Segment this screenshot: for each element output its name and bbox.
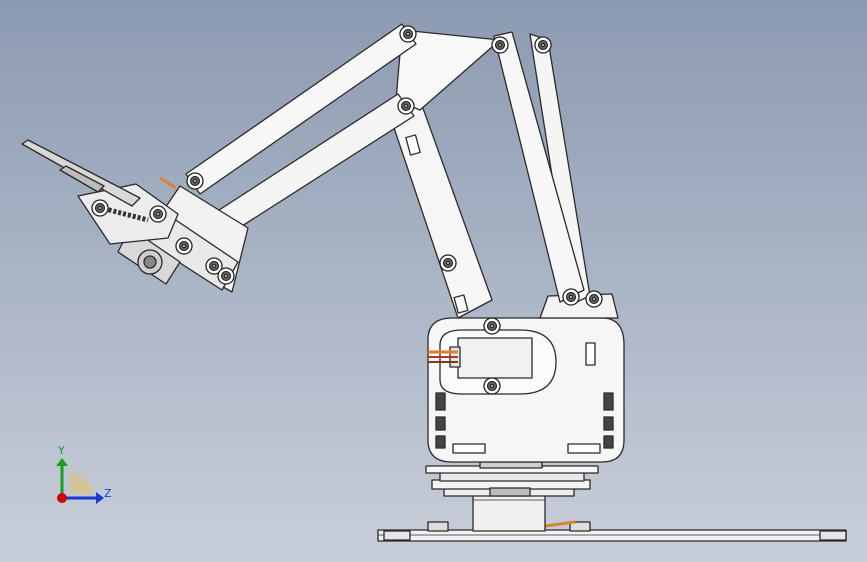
base-plate[interactable] bbox=[377, 520, 847, 542]
shoulder-housing[interactable] bbox=[427, 293, 625, 463]
triangle-link[interactable] bbox=[395, 29, 501, 111]
rotary-base-stack[interactable] bbox=[425, 461, 599, 532]
robot-arm-model[interactable] bbox=[21, 23, 847, 542]
gripper[interactable] bbox=[21, 139, 179, 245]
axis-triad: Y Z bbox=[56, 444, 112, 504]
rear-link[interactable] bbox=[493, 31, 591, 305]
y-axis-label: Y bbox=[57, 444, 65, 457]
lower-arm[interactable] bbox=[387, 99, 493, 319]
z-axis-label: Z bbox=[104, 487, 112, 500]
